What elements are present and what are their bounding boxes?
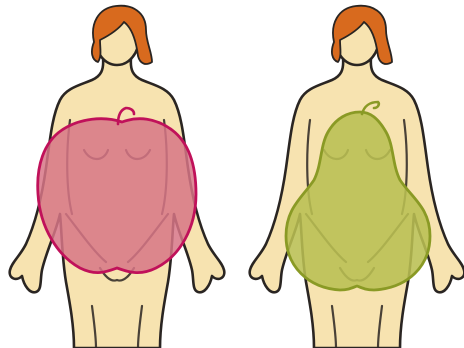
apple-body-figure — [10, 6, 225, 348]
apple-shape-icon — [38, 119, 196, 273]
pear-body-figure — [250, 6, 464, 348]
